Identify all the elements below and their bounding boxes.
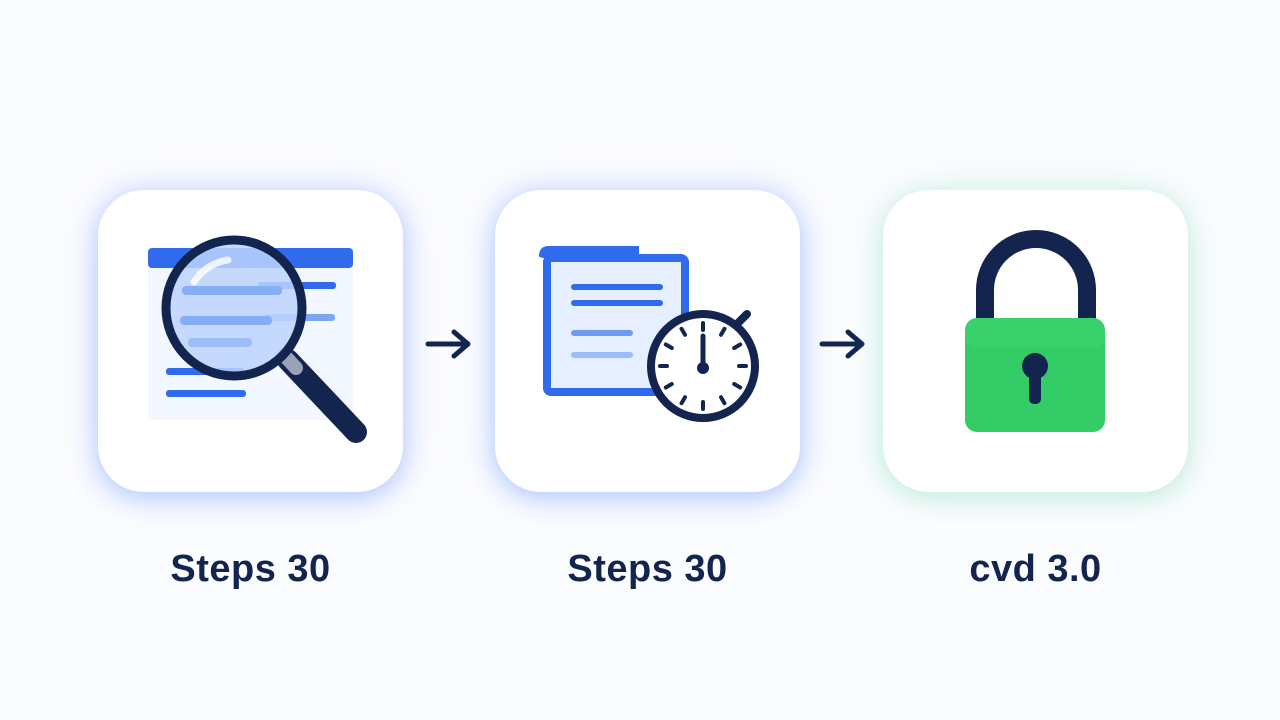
document-scroll-top [539, 246, 639, 258]
magnified-line [182, 286, 282, 295]
document-with-stopwatch-icon [539, 246, 759, 422]
padlock-body-highlight [965, 318, 1105, 348]
text-line [571, 300, 663, 306]
step-1-label: Steps 30 [170, 548, 331, 590]
keyhole-top [1022, 353, 1048, 379]
step-3-card [883, 190, 1188, 492]
padlock-shackle [976, 230, 1096, 322]
stopwatch-ticks [658, 321, 748, 411]
step-1-card [98, 190, 403, 492]
arrow-right-icon [819, 329, 865, 359]
text-line [571, 284, 663, 290]
step-2-card [495, 190, 800, 492]
magnifier-rim [161, 235, 307, 381]
text-line [571, 352, 633, 358]
step-2-label: Steps 30 [567, 548, 728, 590]
text-line [166, 390, 246, 397]
magnified-line [180, 316, 272, 325]
padlock-icon [965, 230, 1105, 432]
keyhole-slot [1029, 370, 1041, 404]
step-3-label: cvd 3.0 [969, 548, 1102, 590]
lens-highlight [190, 256, 232, 286]
arrow-right-icon [425, 329, 471, 359]
text-line [571, 330, 633, 336]
magnifier-over-document-icon [148, 235, 367, 443]
magnified-line [188, 338, 252, 347]
stopwatch-center [697, 362, 709, 374]
